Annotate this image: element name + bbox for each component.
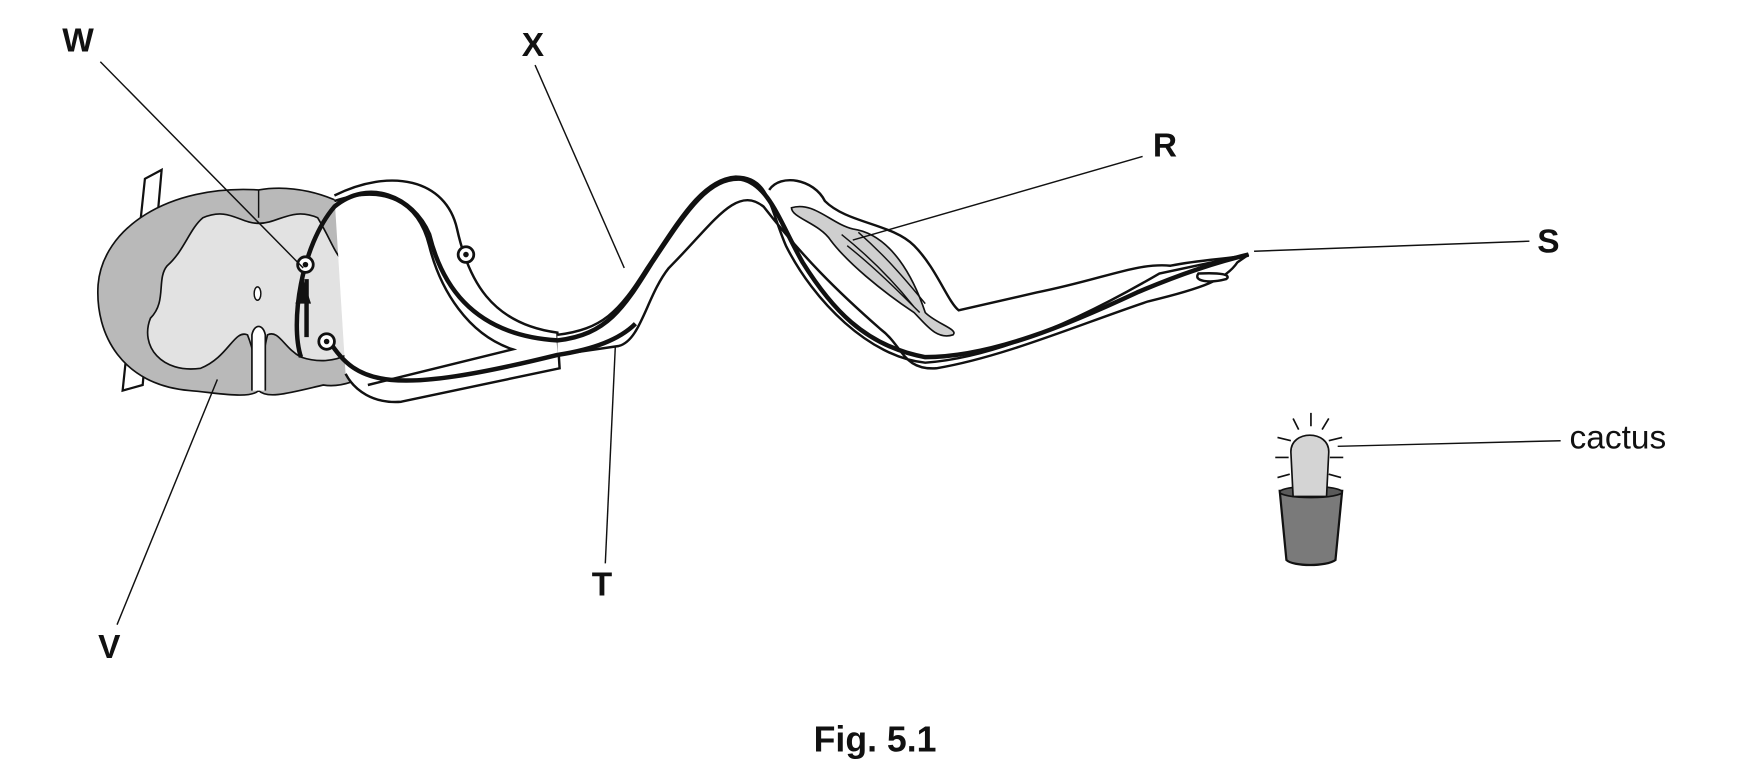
pointer-X: [534, 64, 625, 269]
cactus-body: [1290, 434, 1330, 498]
nerve-pathway: [294, 175, 1250, 404]
pointer-T: [604, 345, 617, 564]
sensory-neurone: [294, 176, 1250, 360]
pointer-cactus: [1337, 440, 1561, 448]
label-cactus: cactus: [1570, 420, 1667, 457]
ventral-fissure: [251, 325, 267, 391]
motor-neurone: [326, 322, 637, 383]
cactus-spines: [1275, 412, 1344, 479]
pointer-R: [852, 155, 1143, 241]
label-lines: [99, 61, 1561, 625]
label-S: S: [1537, 223, 1559, 260]
label-V: V: [98, 629, 121, 666]
cell-nucleus: [323, 338, 330, 345]
cell-nucleus: [302, 261, 309, 268]
pointer-S: [1254, 240, 1530, 252]
impulse-arrow-icon: [295, 279, 312, 304]
label-T: T: [592, 567, 613, 604]
central-canal: [253, 286, 262, 302]
label-R: R: [1153, 127, 1177, 164]
figure-caption: Fig. 5.1: [814, 720, 937, 760]
pointer-W: [99, 61, 304, 269]
arm-outline: [768, 179, 1249, 312]
cell-nucleus: [463, 251, 469, 258]
pointer-V: [116, 379, 219, 625]
label-X: X: [522, 27, 545, 64]
thumb-outline: [1196, 272, 1229, 283]
label-W: W: [62, 23, 94, 60]
cactus-pot: [1278, 489, 1344, 567]
cactus-illustration: [1275, 412, 1344, 567]
muscle-effector: [790, 205, 955, 337]
muscle-fibres: [841, 231, 926, 314]
